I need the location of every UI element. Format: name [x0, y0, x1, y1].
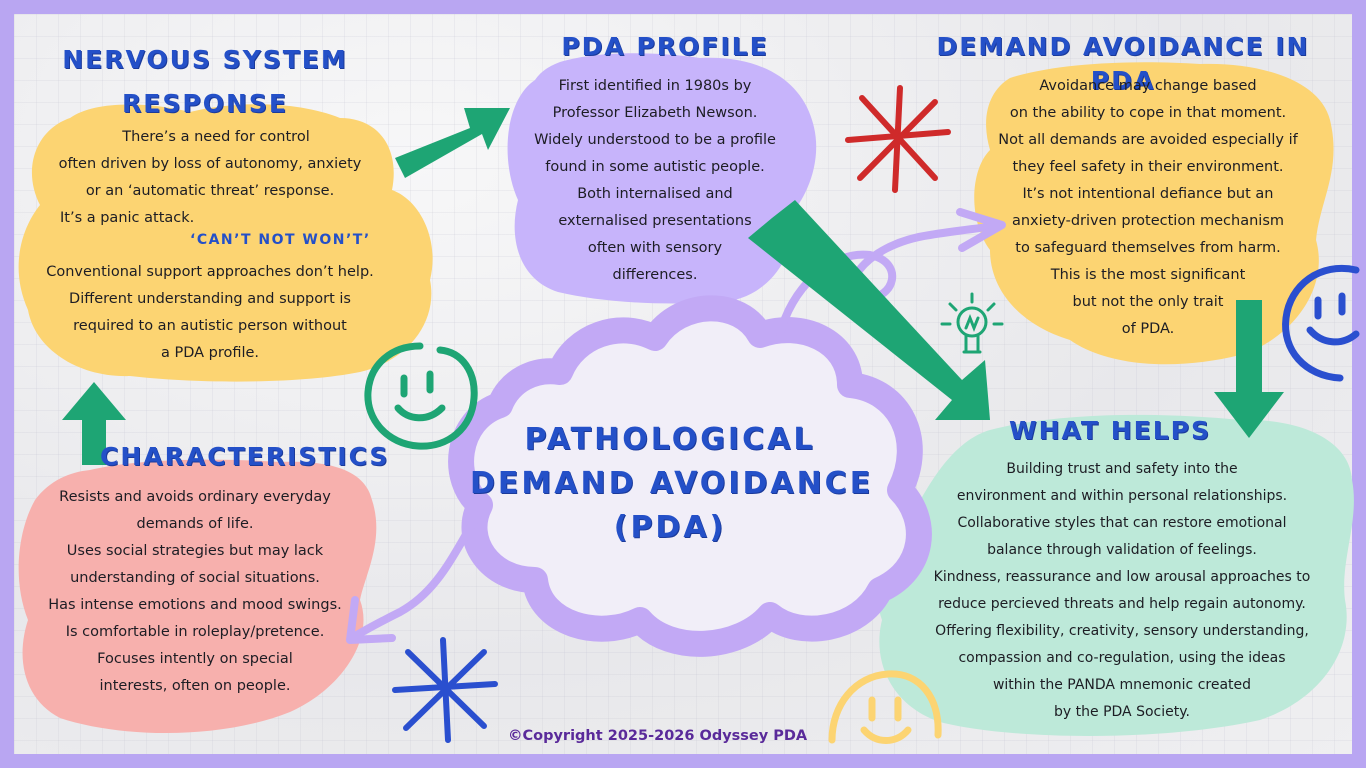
list-item: reduce percieved threats and help regain…	[938, 596, 1306, 612]
arrow-icon-diagonal	[748, 200, 990, 420]
list-item: externalised presentations	[558, 213, 752, 229]
nervous-system-text: There’s a need for control often driven …	[30, 124, 390, 232]
list-item: Both internalised and	[577, 186, 733, 202]
characteristics-text: Resists and avoids ordinary everyday dem…	[30, 484, 360, 700]
characteristics-cloud	[18, 459, 377, 734]
list-item: often with sensory	[587, 240, 723, 256]
list-item: Resists and avoids ordinary everyday	[59, 489, 331, 505]
pda-profile-text: First identified in 1980s by Professor E…	[510, 73, 800, 289]
list-item: of PDA.	[1121, 321, 1175, 337]
pda-profile-title: PDA PROFILE	[561, 32, 769, 61]
list-item: This is the most significant	[1050, 267, 1246, 283]
list-item: on the ability to cope in that moment.	[1009, 105, 1287, 121]
list-item: required to an autistic person without	[73, 318, 347, 334]
list-item: environment and within personal relation…	[956, 488, 1288, 504]
what-helps-text: Building trust and safety into the envir…	[892, 456, 1352, 726]
list-item: but not the only trait	[1072, 294, 1224, 310]
list-item: compassion and co-regulation, using the …	[958, 650, 1286, 666]
list-item: or an ‘automatic threat’ response.	[85, 183, 335, 199]
list-item: understanding of social situations.	[70, 570, 320, 586]
list-item: Professor Elizabeth Newson.	[552, 105, 758, 121]
list-item: Collaborative styles that can restore em…	[957, 515, 1287, 531]
list-item: Is comfortable in roleplay/pretence.	[65, 624, 325, 640]
arrow-icon	[395, 108, 510, 178]
center-title-line3: (PDA)	[613, 510, 727, 545]
smiley-face-icon-blue	[1282, 265, 1360, 382]
list-item: Building trust and safety into the	[1006, 461, 1238, 477]
demand-avoidance-title: DEMAND AVOIDANCE IN PDA	[936, 32, 1310, 95]
connector-arrowhead-top	[956, 208, 1006, 252]
what-helps-cloud	[876, 414, 1354, 736]
list-item: found in some autistic people.	[545, 159, 765, 175]
list-item: It’s a panic attack.	[60, 210, 195, 226]
list-item: Has intense emotions and mood swings.	[48, 597, 342, 613]
center-title: PATHOLOGICAL DEMAND AVOIDANCE (PDA)	[470, 418, 870, 550]
list-item: often driven by loss of autonomy, anxiet…	[58, 156, 362, 172]
list-item: There’s a need for control	[122, 129, 310, 145]
list-item: differences.	[612, 267, 698, 283]
list-item: demands of life.	[136, 516, 254, 532]
asterisk-doodle-icon-blue	[392, 637, 498, 743]
center-title-line1: PATHOLOGICAL	[524, 422, 816, 457]
list-item: Avoidance may change based	[1039, 78, 1257, 94]
list-item: they feel safety in their environment.	[1012, 159, 1284, 175]
arrow-icon-up	[62, 382, 126, 465]
cant-not-wont-subheading: ‘CAN’T NOT WON’T’	[190, 232, 371, 248]
list-item: Different understanding and support is	[69, 291, 351, 307]
list-item: to safeguard themselves from harm.	[1015, 240, 1281, 256]
connector-curl-bottom	[348, 511, 482, 642]
list-item: Offering flexibility, creativity, sensor…	[935, 623, 1309, 639]
lightbulb-icon	[940, 292, 1004, 354]
list-item: Kindness, reassurance and low arousal ap…	[933, 569, 1311, 585]
list-item: First identified in 1980s by	[558, 78, 752, 94]
list-item: Uses social strategies but may lack	[66, 543, 324, 559]
list-item: balance through validation of feelings.	[987, 542, 1257, 558]
nervous-system-cloud	[18, 104, 433, 382]
list-item: a PDA profile.	[160, 345, 260, 361]
demand-avoidance-cloud	[974, 62, 1334, 365]
list-item: anxiety-driven protection mechanism	[1011, 213, 1285, 229]
characteristics-title: CHARACTERISTICS	[100, 442, 390, 471]
center-cloud	[448, 295, 932, 657]
nervous-system-title-line2: RESPONSE	[122, 89, 288, 118]
smiley-face-icon-yellow	[828, 670, 942, 744]
smiley-face-icon-green	[364, 342, 478, 450]
arrow-icon-down	[1214, 300, 1284, 438]
copyright-text: ©Copyright 2025-2026 Odyssey PDA	[508, 728, 808, 744]
list-item: Widely understood to be a profile	[534, 132, 776, 148]
what-helps-title: WHAT HELPS	[1009, 416, 1211, 445]
list-item: within the PANDA mnemonic created	[992, 677, 1252, 693]
nervous-system-title: NERVOUS SYSTEM RESPONSE	[60, 38, 350, 126]
list-item: Conventional support approaches don’t he…	[46, 264, 374, 280]
asterisk-doodle-icon-red	[845, 85, 951, 193]
connector-arrowhead-bottom	[346, 596, 396, 644]
list-item: Focuses intently on special	[97, 651, 293, 667]
list-item: Not all demands are avoided especially i…	[998, 132, 1298, 148]
nervous-system-text-2: Conventional support approaches don’t he…	[25, 259, 395, 367]
demand-avoidance-text: Avoidance may change based on the abilit…	[978, 73, 1318, 343]
pda-profile-cloud	[507, 53, 817, 304]
center-title-line2: DEMAND AVOIDANCE	[470, 466, 874, 501]
list-item: interests, often on people.	[99, 678, 291, 694]
list-item: by the PDA Society.	[1054, 704, 1190, 720]
list-item: It’s not intentional defiance but an	[1022, 186, 1274, 202]
nervous-system-title-line1: NERVOUS SYSTEM	[62, 45, 348, 74]
